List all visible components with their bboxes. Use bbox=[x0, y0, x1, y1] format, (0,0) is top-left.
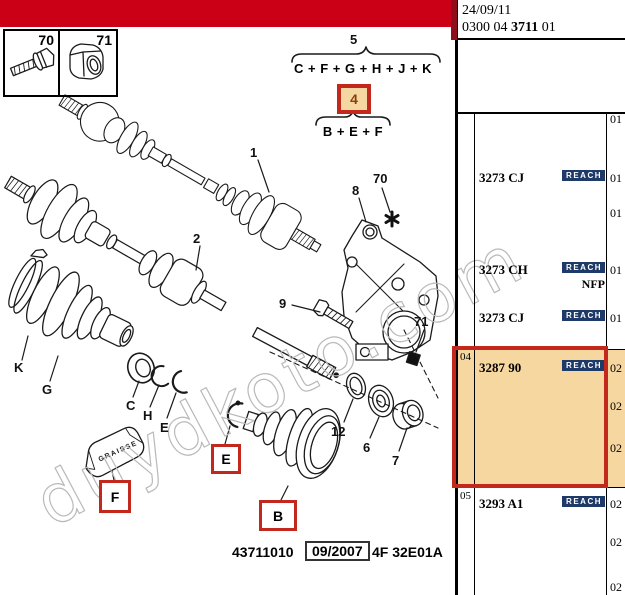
qty-cell: 01 bbox=[610, 112, 622, 126]
part-number: 3293 A1 bbox=[479, 496, 524, 511]
qty-row-border-top bbox=[606, 349, 625, 350]
callout-70: 70 bbox=[373, 171, 388, 186]
table-top-border bbox=[458, 112, 625, 114]
callout-9: 9 bbox=[279, 296, 287, 311]
callout-box-B[interactable]: B bbox=[259, 500, 297, 531]
table-col-divider-1 bbox=[474, 113, 475, 595]
inset-box-nut: 71 bbox=[58, 29, 118, 97]
callout-8: 8 bbox=[352, 183, 360, 198]
group-number-04: 04 bbox=[460, 351, 471, 363]
panel-date: 24/09/11 bbox=[462, 3, 512, 18]
callout-7: 7 bbox=[392, 453, 400, 468]
qty-cell: 02 bbox=[610, 580, 622, 594]
reach-badge[interactable]: REACH bbox=[562, 496, 605, 507]
panel-code-suffix: 01 bbox=[541, 20, 556, 35]
part-row-3273ch[interactable]: 3273 CH REACH bbox=[479, 262, 605, 278]
panel-divider bbox=[455, 0, 458, 595]
qty-cell: 02 bbox=[610, 399, 622, 413]
part-number: 3287 90 bbox=[479, 360, 522, 375]
callout-6: 6 bbox=[363, 440, 371, 455]
footer-ref: 4F 32E01A bbox=[372, 544, 443, 560]
reach-badge[interactable]: REACH bbox=[562, 360, 605, 371]
footer-date-box: 09/2007 bbox=[305, 541, 370, 561]
toolbar-end-divider bbox=[451, 0, 457, 40]
qty-cell: 01 bbox=[610, 171, 622, 185]
legend-group-5: 5 bbox=[350, 32, 358, 47]
part-number: 3273 CH bbox=[479, 262, 528, 277]
part-note-nfp: NFP bbox=[581, 277, 605, 291]
legend-group-4-box[interactable]: 4 bbox=[337, 84, 371, 114]
panel-header-divider bbox=[458, 38, 625, 40]
part-number: 3273 CJ bbox=[479, 170, 525, 185]
qty-cell: 02 bbox=[610, 441, 622, 455]
callout-box-E[interactable]: E bbox=[211, 444, 241, 474]
reach-badge[interactable]: REACH bbox=[562, 310, 605, 321]
callout-C: C bbox=[126, 398, 136, 413]
selected-row-highlight bbox=[458, 350, 625, 487]
callout-box-F[interactable]: F bbox=[99, 480, 131, 513]
callout-2: 2 bbox=[193, 231, 201, 246]
part-row-3293a1[interactable]: 3293 A1 REACH bbox=[479, 496, 605, 512]
grease-pouch-label: GRAISSE bbox=[98, 440, 139, 463]
reach-badge[interactable]: REACH bbox=[562, 170, 605, 181]
panel-code: 0300 04 3711 01 bbox=[462, 20, 556, 36]
callout-12: 12 bbox=[331, 424, 346, 439]
callout-H: H bbox=[143, 408, 153, 423]
qty-cell: 01 bbox=[610, 311, 622, 325]
qty-cell: 01 bbox=[610, 263, 622, 277]
toolbar bbox=[0, 0, 452, 27]
callout-G: G bbox=[42, 382, 53, 397]
legend-row-1: C + F + G + H + J + K bbox=[293, 61, 433, 76]
inset-box-bolt: 70 bbox=[3, 29, 60, 97]
part-row-3273cj-2[interactable]: 3273 CJ REACH bbox=[479, 310, 605, 326]
inset-label-70: 70 bbox=[38, 32, 54, 48]
qty-cell: 02 bbox=[610, 361, 622, 375]
part-row-3273cj-1[interactable]: 3273 CJ REACH bbox=[479, 170, 605, 186]
footer-doc-number: 43711010 bbox=[232, 544, 294, 560]
panel-code-bold: 3711 bbox=[511, 20, 539, 35]
part-number: 3273 CJ bbox=[479, 310, 525, 325]
callout-1: 1 bbox=[250, 145, 258, 160]
qty-cell: 02 bbox=[610, 497, 622, 511]
legend-row-2: B + E + F bbox=[322, 124, 384, 139]
qty-cell: 01 bbox=[610, 206, 622, 220]
callout-E: E bbox=[160, 420, 169, 435]
qty-cell: 02 bbox=[610, 535, 622, 549]
callout-71: 71 bbox=[414, 314, 429, 329]
callout-K: K bbox=[14, 360, 24, 375]
inset-label-71: 71 bbox=[96, 32, 112, 48]
group-number-05: 05 bbox=[460, 490, 471, 502]
panel-code-prefix: 0300 04 bbox=[462, 20, 508, 35]
part-row-328790[interactable]: 3287 90 REACH bbox=[479, 360, 605, 376]
selected-row-border[interactable] bbox=[452, 346, 608, 488]
reach-badge[interactable]: REACH bbox=[562, 262, 605, 273]
qty-row-border-bottom bbox=[606, 487, 625, 488]
